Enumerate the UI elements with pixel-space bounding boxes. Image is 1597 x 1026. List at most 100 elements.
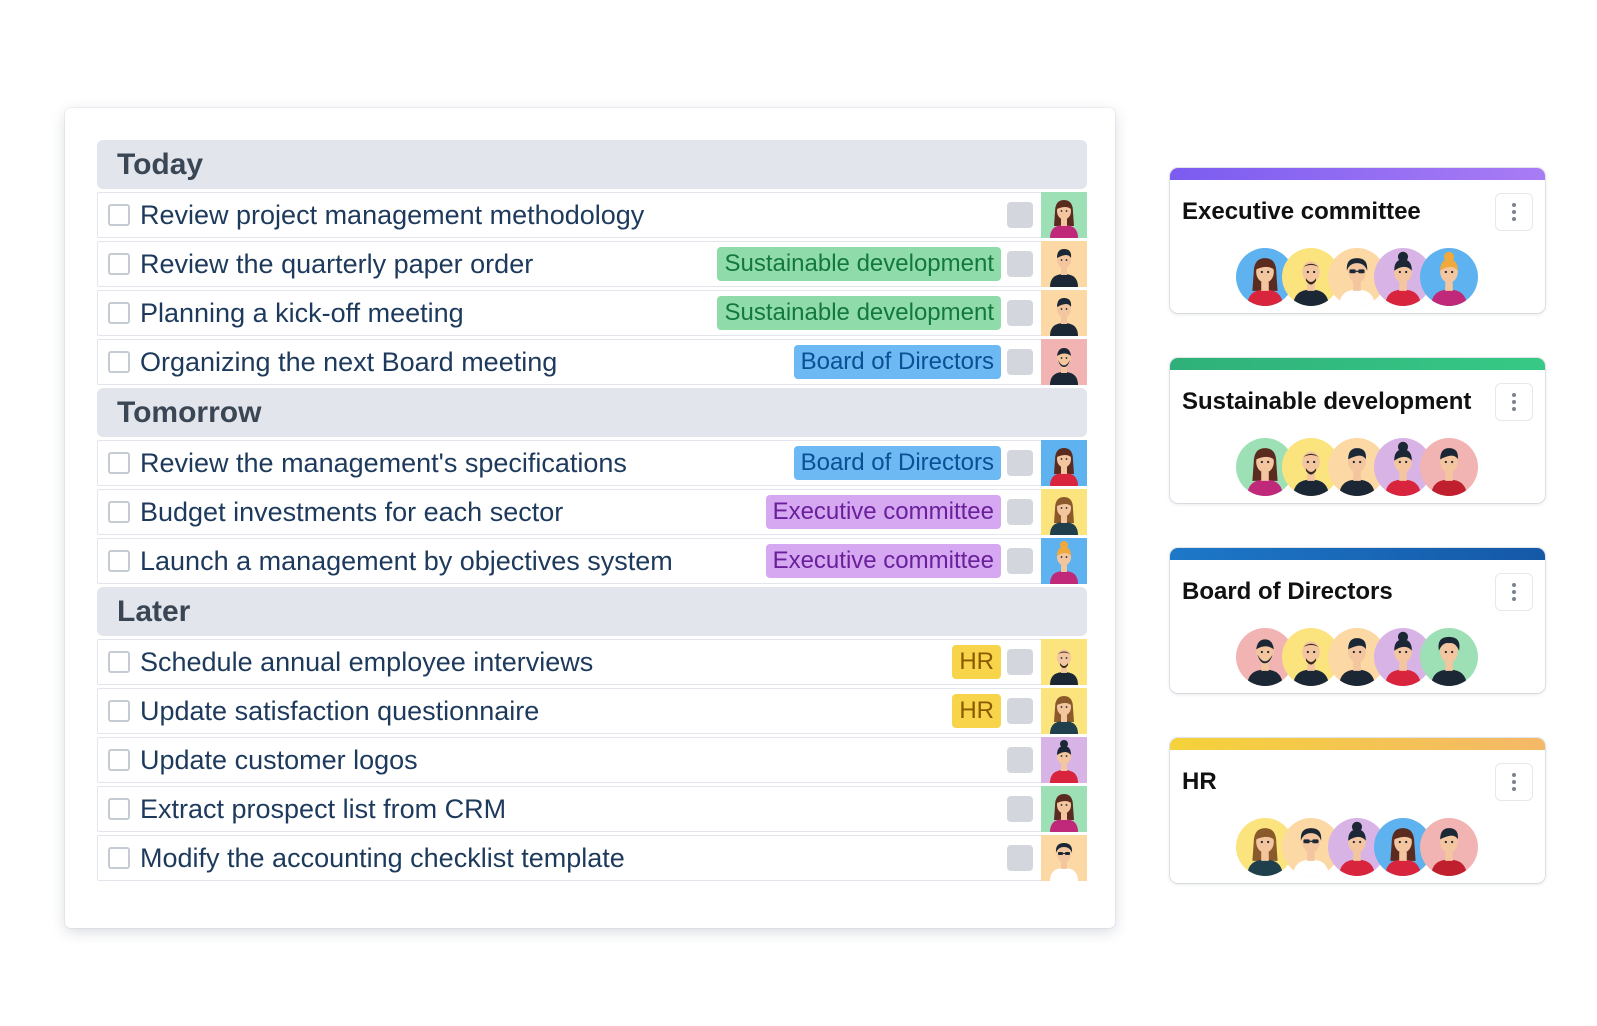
task-tag[interactable]: Board of Directors (793, 345, 1001, 379)
due-date-placeholder[interactable] (1007, 796, 1033, 822)
due-date-placeholder[interactable] (1007, 202, 1033, 228)
due-date-placeholder[interactable] (1007, 349, 1033, 375)
checkbox-icon[interactable] (108, 798, 130, 820)
task-tag[interactable]: HR (952, 694, 1001, 728)
section-header-today: Today (97, 140, 1087, 189)
checkbox-icon[interactable] (108, 749, 130, 771)
task-row[interactable]: Extract prospect list from CRM (97, 786, 1087, 832)
member-avatar[interactable] (1374, 628, 1432, 686)
checkbox-icon[interactable] (108, 651, 130, 673)
task-title[interactable]: Planning a kick-off meeting (140, 297, 464, 328)
due-date-placeholder[interactable] (1007, 698, 1033, 724)
more-vertical-icon[interactable] (1495, 193, 1533, 231)
task-row[interactable]: Update satisfaction questionnaire HR (97, 688, 1087, 734)
task-row[interactable]: Update customer logos (97, 737, 1087, 783)
due-date-placeholder[interactable] (1007, 450, 1033, 476)
assignee-avatar[interactable] (1041, 339, 1087, 385)
task-title[interactable]: Modify the accounting checklist template (140, 842, 625, 873)
assignee-avatar[interactable] (1041, 688, 1087, 734)
task-tag[interactable]: Executive committee (765, 544, 1001, 578)
task-title[interactable]: Schedule annual employee interviews (140, 646, 594, 677)
group-card-board-of-directors[interactable]: Board of Directors (1170, 548, 1545, 693)
assignee-avatar[interactable] (1041, 440, 1087, 486)
task-row[interactable]: Schedule annual employee interviews HR (97, 639, 1087, 685)
group-color-bar (1170, 358, 1545, 370)
member-avatar[interactable] (1420, 818, 1478, 876)
due-date-placeholder[interactable] (1007, 845, 1033, 871)
due-date-placeholder[interactable] (1007, 548, 1033, 574)
assignee-avatar[interactable] (1041, 290, 1087, 336)
checkbox-icon[interactable] (108, 550, 130, 572)
checkbox-icon[interactable] (108, 253, 130, 275)
checkbox-icon[interactable] (108, 847, 130, 869)
member-avatar[interactable] (1420, 438, 1478, 496)
group-members (1236, 818, 1478, 876)
group-members (1236, 248, 1478, 306)
task-title[interactable]: Review the quarterly paper order (140, 248, 534, 279)
more-vertical-icon[interactable] (1495, 763, 1533, 801)
member-avatar[interactable] (1420, 248, 1478, 306)
task-title[interactable]: Update customer logos (140, 744, 418, 775)
group-color-bar (1170, 738, 1545, 750)
section-header-later: Later (97, 587, 1087, 636)
task-title[interactable]: Extract prospect list from CRM (140, 793, 507, 824)
task-title[interactable]: Review project management methodology (140, 199, 645, 230)
task-tag[interactable]: Sustainable development (717, 296, 1001, 330)
group-name: HR (1182, 768, 1217, 795)
task-row[interactable]: Modify the accounting checklist template (97, 835, 1087, 881)
task-row[interactable]: Planning a kick-off meeting Sustainable d… (97, 290, 1087, 336)
group-card-executive-committee[interactable]: Executive committee (1170, 168, 1545, 313)
checkbox-icon[interactable] (108, 700, 130, 722)
group-members (1236, 438, 1478, 496)
task-row[interactable]: Launch a management by objectives system… (97, 538, 1087, 584)
assignee-avatar[interactable] (1041, 737, 1087, 783)
task-title[interactable]: Review the management's specifications (140, 447, 627, 478)
group-card-sustainable-development[interactable]: Sustainable development (1170, 358, 1545, 503)
task-title[interactable]: Organizing the next Board meeting (140, 346, 558, 377)
checkbox-icon[interactable] (108, 351, 130, 373)
member-avatar[interactable] (1420, 628, 1478, 686)
assignee-avatar[interactable] (1041, 538, 1087, 584)
member-avatar[interactable] (1236, 818, 1294, 876)
task-row[interactable]: Organizing the next Board meeting Board o… (97, 339, 1087, 385)
task-row[interactable]: Budget investments for each sector Execut… (97, 489, 1087, 535)
due-date-placeholder[interactable] (1007, 499, 1033, 525)
checkbox-icon[interactable] (108, 204, 130, 226)
assignee-avatar[interactable] (1041, 489, 1087, 535)
task-title[interactable]: Update satisfaction questionnaire (140, 695, 540, 726)
assignee-avatar[interactable] (1041, 241, 1087, 287)
task-row[interactable]: Review project management methodology (97, 192, 1087, 238)
group-color-bar (1170, 548, 1545, 560)
more-vertical-icon[interactable] (1495, 383, 1533, 421)
more-vertical-icon[interactable] (1495, 573, 1533, 611)
assignee-avatar[interactable] (1041, 192, 1087, 238)
member-avatar[interactable] (1328, 818, 1386, 876)
due-date-placeholder[interactable] (1007, 747, 1033, 773)
due-date-placeholder[interactable] (1007, 300, 1033, 326)
member-avatar[interactable] (1236, 248, 1294, 306)
group-card-hr[interactable]: HR (1170, 738, 1545, 883)
task-title[interactable]: Budget investments for each sector (140, 496, 564, 527)
task-row[interactable]: Review the management's specifications Bo… (97, 440, 1087, 486)
task-tag[interactable]: Sustainable development (717, 247, 1001, 281)
member-avatar[interactable] (1328, 628, 1386, 686)
task-title[interactable]: Launch a management by objectives system (140, 545, 673, 576)
checkbox-icon[interactable] (108, 302, 130, 324)
section-header-tomorrow: Tomorrow (97, 388, 1087, 437)
group-color-bar (1170, 168, 1545, 180)
task-tag[interactable]: Board of Directors (793, 446, 1001, 480)
assignee-avatar[interactable] (1041, 786, 1087, 832)
group-name: Executive committee (1182, 198, 1421, 225)
due-date-placeholder[interactable] (1007, 251, 1033, 277)
task-tag[interactable]: HR (952, 645, 1001, 679)
group-name: Sustainable development (1182, 388, 1472, 415)
checkbox-icon[interactable] (108, 501, 130, 523)
assignee-avatar[interactable] (1041, 639, 1087, 685)
assignee-avatar[interactable] (1041, 835, 1087, 881)
checkbox-icon[interactable] (108, 452, 130, 474)
task-tag[interactable]: Executive committee (765, 495, 1001, 529)
task-row[interactable]: Review the quarterly paper order Sustaina… (97, 241, 1087, 287)
due-date-placeholder[interactable] (1007, 649, 1033, 675)
